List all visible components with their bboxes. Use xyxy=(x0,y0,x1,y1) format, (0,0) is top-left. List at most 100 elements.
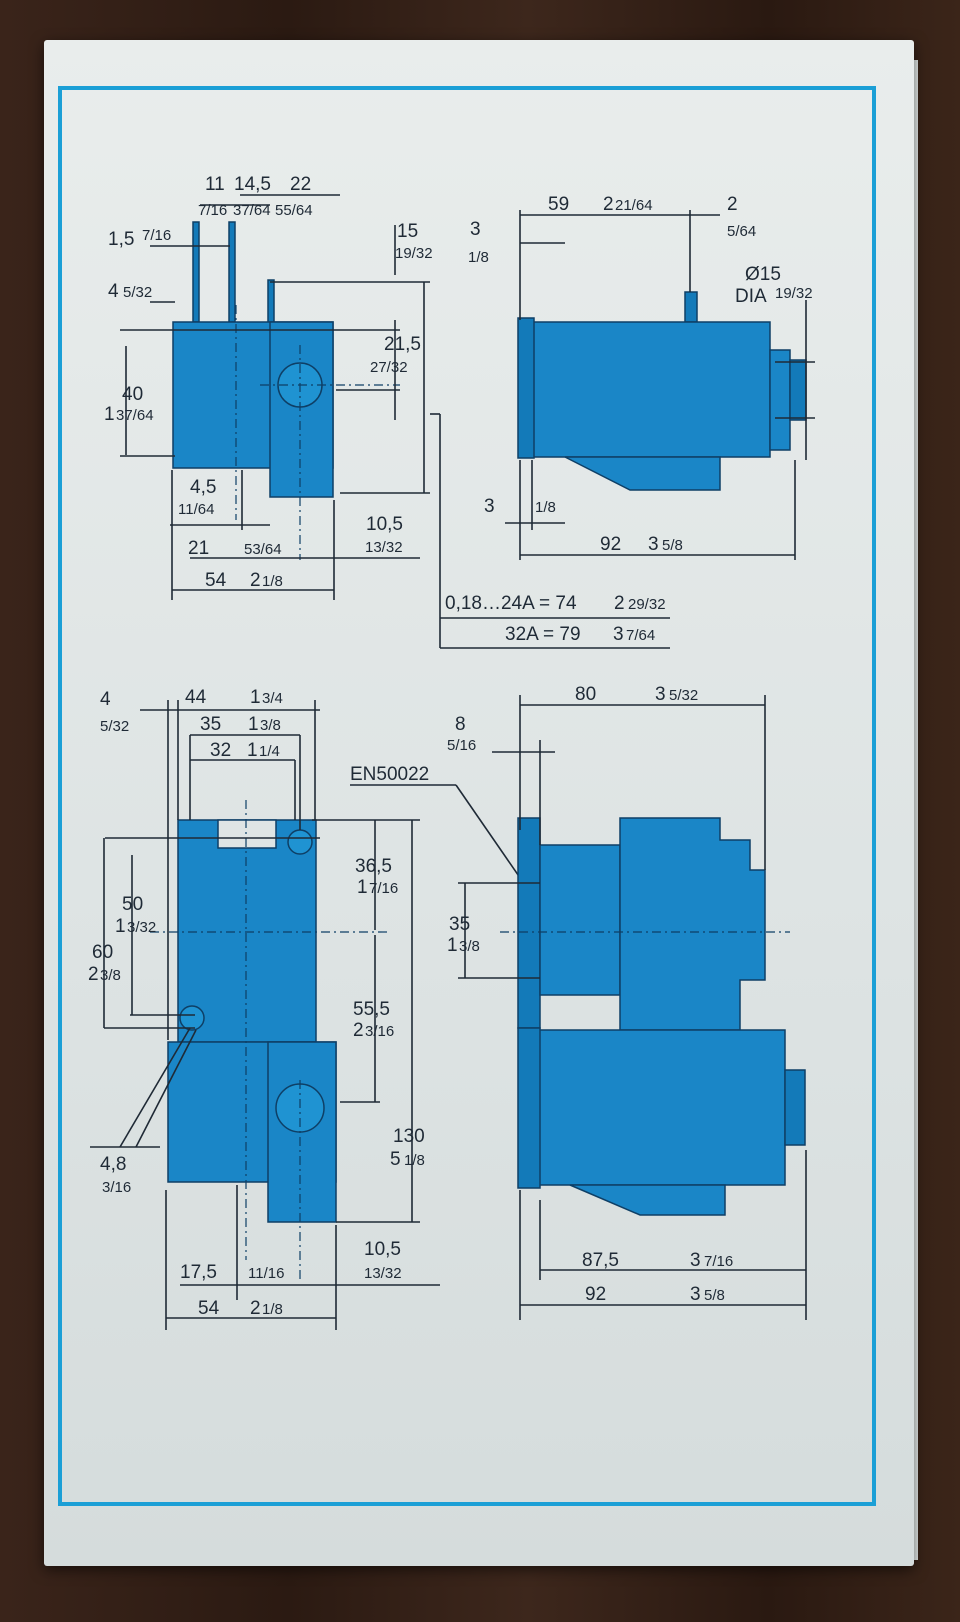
dim-label: 21 xyxy=(188,538,209,559)
dim-label: 54 xyxy=(198,1298,220,1319)
dim-label: 2 xyxy=(250,570,261,591)
dim-label: 11 xyxy=(205,174,225,195)
bottom-left-view: 4 5/32 44 1 3/4 35 1 3/8 32 1 1/4 EN5002… xyxy=(88,687,526,1330)
table-row-2-frac: 7/64 xyxy=(626,627,655,644)
dim-label: 13/32 xyxy=(365,539,403,556)
dim-label: 5/16 xyxy=(447,737,476,754)
dim-label: 55/64 xyxy=(275,202,313,219)
relay-end-block xyxy=(769,349,791,451)
dim-label: 32 xyxy=(210,740,231,761)
dim-label: 1 xyxy=(247,740,258,761)
dim-label: 21,5 xyxy=(384,334,421,355)
dim-label: 37/64 xyxy=(233,202,271,219)
dim-label: 1/8 xyxy=(468,249,489,266)
dim-label: 13/32 xyxy=(364,1265,402,1282)
dim-label: 50 xyxy=(122,894,143,915)
dim-label: 19/32 xyxy=(395,245,433,262)
table-row-1-value: 2 xyxy=(614,593,625,614)
dim-label: 5/32 xyxy=(669,687,698,704)
dim-label: 2 xyxy=(250,1298,261,1319)
dim-label: 4 xyxy=(108,281,119,302)
dim-label: 3/16 xyxy=(102,1179,131,1196)
mounting-hole xyxy=(179,1005,205,1031)
dim-label: 2 xyxy=(603,194,614,215)
dim-label: 3 xyxy=(484,496,495,517)
dim-label: 1/8 xyxy=(262,1301,283,1318)
dim-label: 3/32 xyxy=(127,919,156,936)
relay-lower-block xyxy=(564,456,721,491)
relay-side-block xyxy=(269,321,334,498)
table-row-1-label: 0,18…24A = 74 xyxy=(445,593,577,614)
terminal xyxy=(684,291,698,323)
relay-body xyxy=(524,1029,786,1186)
dim-label: 1/8 xyxy=(404,1152,425,1169)
dim-label: 5/32 xyxy=(123,284,152,301)
table-row-1-frac: 29/32 xyxy=(628,596,666,613)
dim-label: 2 xyxy=(88,964,99,985)
dim-label: 1 xyxy=(250,687,261,708)
dim-label: 60 xyxy=(92,942,113,963)
dim-label: 87,5 xyxy=(582,1250,619,1271)
dim-label: 4,8 xyxy=(100,1154,126,1175)
dim-label: 7/16 xyxy=(704,1253,733,1270)
dim-label: 3 xyxy=(648,534,659,555)
dim-label: 5/8 xyxy=(662,537,683,554)
dim-label: 44 xyxy=(185,687,207,708)
relay-lower-block xyxy=(569,1184,726,1216)
dim-label: 92 xyxy=(600,534,621,555)
dim-label: 1,5 xyxy=(108,229,134,250)
dim-label: 3/8 xyxy=(100,967,121,984)
bottom-right-view: 80 3 5/32 8 5/16 35 1 3/8 87,5 3 7/16 92… xyxy=(447,684,807,1320)
dim-label: 3 xyxy=(655,684,666,705)
dim-label: 80 xyxy=(575,684,596,705)
dim-label: 92 xyxy=(585,1284,606,1305)
dim-label: 5/8 xyxy=(704,1287,725,1304)
relay-mounting-plate xyxy=(517,1027,541,1189)
dim-label: 3 xyxy=(690,1284,701,1305)
dim-label: 3/8 xyxy=(459,938,480,955)
dim-label: 1 xyxy=(447,935,458,956)
mounting-plate xyxy=(517,817,541,1029)
reset-knob xyxy=(784,1069,806,1146)
dim-label: 35 xyxy=(449,914,470,935)
dim-label: 2 xyxy=(353,1020,364,1041)
dim-label: 1/8 xyxy=(262,573,283,590)
dim-label: 5/32 xyxy=(100,718,129,735)
dim-label: 36,5 xyxy=(355,856,392,877)
contactor-front xyxy=(539,844,621,996)
top-right-view: 59 2 21/64 2 5/64 3 1/8 Ø15 DIA 19/32 3 … xyxy=(468,194,815,560)
dim-label: 40 xyxy=(122,384,143,405)
terminal-pin xyxy=(267,279,275,325)
dim-label: 7/16 xyxy=(198,202,227,219)
dim-label: 22 xyxy=(290,174,311,195)
dim-label: 55,5 xyxy=(353,999,390,1020)
dim-label: 5/64 xyxy=(727,223,756,240)
reset-knob xyxy=(789,359,807,421)
dim-label: Ø15 xyxy=(745,264,781,285)
contactor-body xyxy=(619,817,766,1031)
dim-label: 3/16 xyxy=(365,1023,394,1040)
dim-label: 17,5 xyxy=(180,1262,217,1283)
product-box xyxy=(44,40,914,1566)
dim-label: 53/64 xyxy=(244,541,282,558)
table-row-2-value: 3 xyxy=(613,624,624,645)
dim-label: 4,5 xyxy=(190,477,216,498)
dim-label: 59 xyxy=(548,194,569,215)
table-row-2-label: 32A = 79 xyxy=(505,624,581,645)
terminal-pin xyxy=(192,221,200,323)
dim-label: 7/16 xyxy=(142,227,171,244)
dim-label: 14,5 xyxy=(234,174,271,195)
dim-label: 11/16 xyxy=(248,1265,284,1282)
dim-label: 54 xyxy=(205,570,227,591)
terminal-slot xyxy=(217,819,277,849)
dim-label: 1 xyxy=(248,714,259,735)
dim-label: 1/4 xyxy=(259,743,280,760)
diagram-border xyxy=(58,86,876,1506)
dim-label: 3 xyxy=(690,1250,701,1271)
dim-label: 35 xyxy=(200,714,221,735)
dim-label: DIA xyxy=(735,286,767,307)
mounting-hole xyxy=(287,829,313,855)
dim-label: 37/64 xyxy=(116,407,154,424)
dim-label: 1 xyxy=(357,877,368,898)
dim-label: 4 xyxy=(100,689,111,710)
